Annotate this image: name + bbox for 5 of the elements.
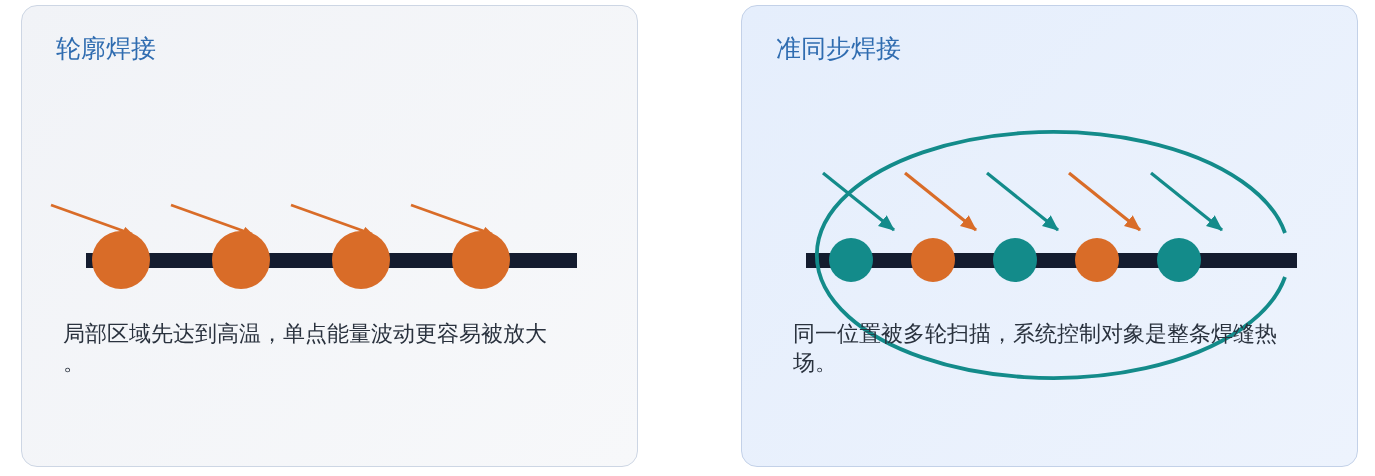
panel-description: 局部区域先达到高温，单点能量波动更容易被放大。 (63, 320, 548, 377)
panel-title: 轮廓焊接 (56, 34, 156, 64)
panel-title: 准同步焊接 (776, 34, 901, 64)
panel-card (21, 5, 638, 467)
panel-card (741, 5, 1358, 467)
